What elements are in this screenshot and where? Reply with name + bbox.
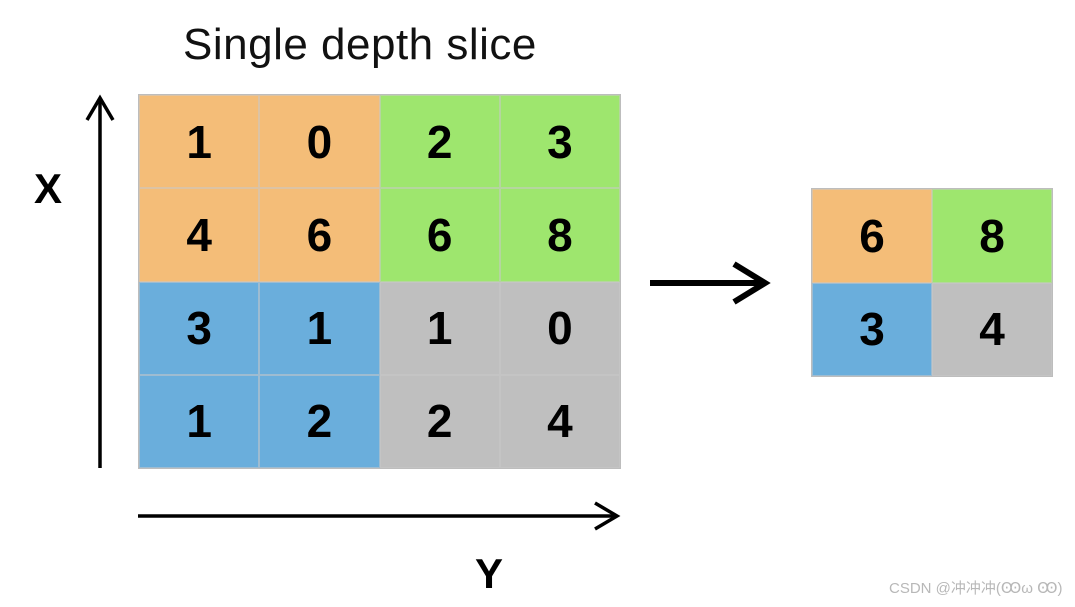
input-cell: 0 <box>259 95 380 189</box>
input-cell: 3 <box>139 281 260 375</box>
result-arrow <box>650 261 771 305</box>
output-grid: 6 8 3 4 <box>811 188 1053 377</box>
input-cell: 4 <box>139 188 260 282</box>
diagram-title: Single depth slice <box>183 20 537 69</box>
x-axis-label: X <box>34 165 63 212</box>
output-cell: 4 <box>932 282 1052 376</box>
input-cell: 0 <box>499 281 620 375</box>
x-axis-arrow <box>85 94 115 468</box>
y-axis-label: Y <box>475 550 504 597</box>
input-cell: 1 <box>379 281 500 375</box>
input-cell: 1 <box>139 95 260 189</box>
input-grid: 1 0 2 3 4 6 6 8 3 1 1 0 1 2 2 4 <box>138 94 621 469</box>
input-cell: 8 <box>499 188 620 282</box>
input-cell: 6 <box>259 188 380 282</box>
output-cell: 3 <box>812 282 932 376</box>
input-cell: 6 <box>379 188 500 282</box>
input-cell: 2 <box>259 374 380 468</box>
input-cell: 2 <box>379 95 500 189</box>
input-cell: 1 <box>139 374 260 468</box>
input-cell: 4 <box>499 374 620 468</box>
watermark-text: CSDN @冲冲冲(Ꙭω Ꙭ) <box>889 580 1063 597</box>
input-cell: 1 <box>259 281 380 375</box>
input-cell: 2 <box>379 374 500 468</box>
output-cell: 8 <box>932 189 1052 283</box>
output-cell: 6 <box>812 189 932 283</box>
input-cell: 3 <box>499 95 620 189</box>
y-axis-arrow <box>138 501 621 531</box>
